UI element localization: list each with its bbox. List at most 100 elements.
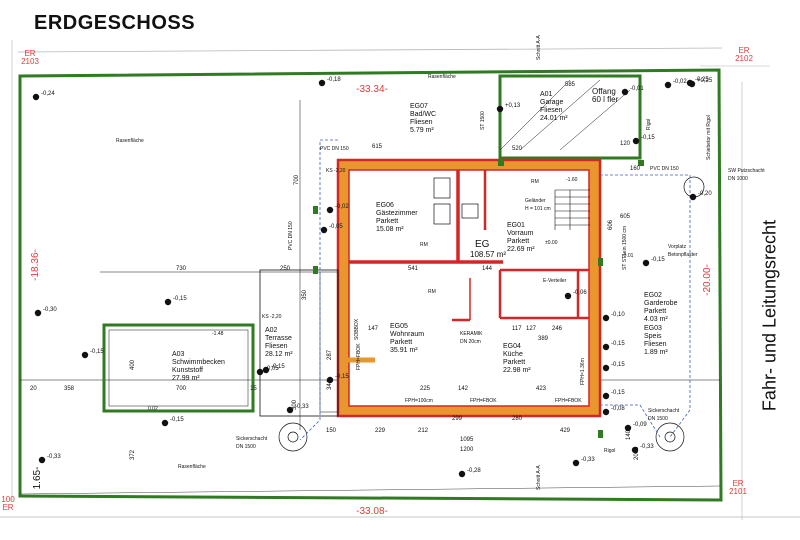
dim-15: 15 (250, 386, 257, 392)
side-label: Fahr- und Leitungsrecht (759, 219, 780, 412)
level-mark (602, 314, 610, 322)
label-level-0-00: ±0.00 (545, 240, 558, 246)
dim-585: 585 (565, 82, 576, 88)
level-mark-label: -0,15 (611, 362, 625, 368)
level-mark (38, 456, 46, 464)
dim-1400: 1400 (626, 426, 632, 440)
label-rasen-2: Rasenfläche (116, 138, 144, 144)
label-rm-2: RM (428, 289, 436, 295)
level-mark (572, 459, 580, 467)
level-mark (664, 81, 672, 89)
label-everteiler: E-Verteiler (543, 278, 567, 284)
level-mark (602, 343, 610, 351)
level-mark-label: -0,15 (651, 257, 665, 263)
dim-700b: 700 (294, 174, 300, 185)
pool-outline (102, 323, 255, 413)
dim-605: 605 (620, 214, 631, 220)
level-mark (602, 392, 610, 400)
level-mark-label: -0,06 (573, 290, 587, 296)
dim-117: 117 (512, 326, 522, 332)
post-1 (498, 160, 504, 166)
boundary-dim-left-small: 1.65- (32, 467, 43, 490)
dim-287: 287 (327, 349, 333, 360)
dim-400: 400 (130, 359, 136, 370)
level-mark (81, 351, 89, 359)
level-mark (621, 88, 629, 96)
toilet (433, 177, 451, 199)
level-mark-label: -0,33 (581, 457, 595, 463)
level-mark (624, 424, 632, 432)
boundary-dim-bottom: -33.08- (356, 506, 388, 517)
shower (433, 203, 451, 225)
road-line-top (17, 47, 723, 53)
sicker-shaft-right (655, 422, 685, 452)
post-6 (598, 430, 603, 438)
label-level-0-02: 0.02 (148, 406, 158, 412)
label-rigol-1: Rigol (646, 119, 652, 130)
label-fph-3: FPH=FBOK (555, 398, 582, 404)
terrace-inner (319, 271, 339, 413)
sicker-shaft-left-inner (287, 431, 299, 443)
label-pvc-2: PVC DN 150 (320, 146, 349, 152)
dim-212: 212 (418, 428, 429, 434)
level-mark (631, 446, 639, 454)
garage-hatch-2 (519, 79, 601, 151)
level-mark (164, 298, 172, 306)
label-level-1-48: -1.48 (212, 331, 224, 337)
level-mark-label: -0,15 (173, 296, 187, 302)
label-rasen-3: Rasenfläche (178, 464, 206, 470)
level-mark-label: +0,25 (697, 78, 713, 84)
label-sobbox: SOBBOX (354, 318, 360, 340)
level-mark (688, 80, 696, 88)
drain-line-2 (600, 174, 691, 438)
dim-350: 350 (302, 289, 308, 300)
dim-344: 344 (327, 379, 333, 390)
level-mark (32, 93, 40, 101)
level-mark-label: -0,24 (41, 91, 55, 97)
level-mark (496, 105, 504, 113)
level-mark (318, 79, 326, 87)
post-3 (313, 266, 318, 274)
label-rm-1: RM (420, 242, 428, 248)
label-ks: KS -2,20 (262, 314, 282, 320)
label-pvc-3: PVC DN 150 (650, 166, 679, 172)
label-rigol-3: Schiebetor mit Rigol (706, 115, 712, 160)
label-rasen-1: Rasenfläche (428, 74, 456, 80)
dim-229: 229 (375, 428, 386, 434)
level-mark-label: -0,05 (265, 366, 279, 372)
label-rm-3: RM (531, 179, 539, 185)
level-mark (632, 137, 640, 145)
label-fph-5: FPH=1.36m (580, 358, 586, 385)
level-mark-label: -0,30 (43, 307, 57, 313)
level-mark-label: -0,09 (633, 422, 647, 428)
level-mark-label: -0,02 (673, 79, 687, 85)
dim-2000: 2000 (634, 446, 640, 460)
level-marks: -0,24-0,18-0,25-0,15-0,30-0,15-0,15-0,05… (32, 77, 713, 478)
level-mark-label: -0,08 (611, 406, 625, 412)
dim-160: 160 (630, 166, 641, 172)
stair (554, 189, 590, 230)
sicker-shaft-right-inner (664, 431, 676, 443)
label-st: ST 1500 (480, 111, 486, 130)
level-mark (564, 292, 572, 300)
dim-144: 144 (482, 266, 493, 272)
level-mark (326, 376, 334, 384)
boundary-dim-right: -20.00- (702, 264, 713, 296)
level-mark-label: -0,33 (47, 454, 61, 460)
dim-700: 700 (176, 386, 187, 392)
level-mark-label: -0,33 (640, 444, 654, 450)
plot-boundary (18, 68, 723, 502)
dim-150: 150 (326, 428, 337, 434)
